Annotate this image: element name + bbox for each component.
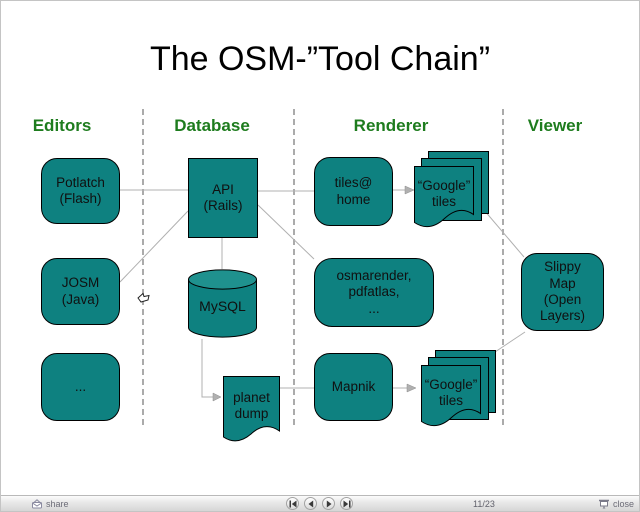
node-slippy-map-label: Slippy Map (Open Layers) [539,259,585,324]
node-mapnik: Mapnik [314,353,393,421]
node-more-editors-label: ... [74,378,87,394]
node-mapnik-label: Mapnik [331,378,376,394]
node-api-label: API (Rails) [203,181,243,213]
node-osmarender: osmarender, pdfatlas, ... [314,258,434,327]
column-separator [502,109,504,425]
next-icon [326,500,331,507]
close-icon [598,499,609,508]
column-header-database: Database [174,116,250,135]
arrowhead-planet-dump [212,392,222,402]
column-separator [293,109,295,425]
share-label: share [46,498,69,509]
node-slippy-map: Slippy Map (Open Layers) [521,253,604,331]
slide-title: The OSM-”Tool Chain” [149,40,491,78]
share-icon [32,498,42,508]
node-api: API (Rails) [188,158,258,238]
node-josm-label: JOSM (Java) [61,275,100,307]
node-google-tiles-bottom-stack [421,350,496,427]
last-slide-button[interactable] [340,497,353,510]
column-header-renderer: Renderer [353,116,429,135]
skip-to-first-icon [289,500,296,507]
share-button[interactable]: share [31,496,69,511]
column-header-viewer: Viewer [527,116,583,135]
skip-to-last-icon [343,500,350,507]
page-indicator: 11/23 [473,499,495,509]
close-button[interactable]: close [598,496,634,511]
first-slide-button[interactable] [286,497,299,510]
previous-icon [308,500,313,507]
player-bar: share [1,495,639,511]
node-more-editors: ... [41,353,120,421]
slide-nav-buttons [286,497,353,510]
next-slide-button[interactable] [322,497,335,510]
node-josm: JOSM (Java) [41,258,120,325]
node-mysql-cylinder [188,269,257,338]
column-separator [142,109,144,425]
node-tiles-at-home: tiles@ home [314,157,393,226]
node-potlatch-label: Potlatch (Flash) [56,174,105,206]
column-header-editors: Editors [32,116,92,135]
close-label: close [612,498,634,509]
node-planet-dump-shape [223,376,280,442]
node-google-tiles-top-stack [414,151,489,228]
previous-slide-button[interactable] [304,497,317,510]
cursor-icon [137,292,150,303]
node-potlatch: Potlatch (Flash) [41,158,120,224]
arrowhead-google-tiles-bottom [406,383,417,393]
node-tiles-at-home-label: tiles@ home [334,175,373,207]
node-osmarender-label: osmarender, pdfatlas, ... [336,267,412,316]
